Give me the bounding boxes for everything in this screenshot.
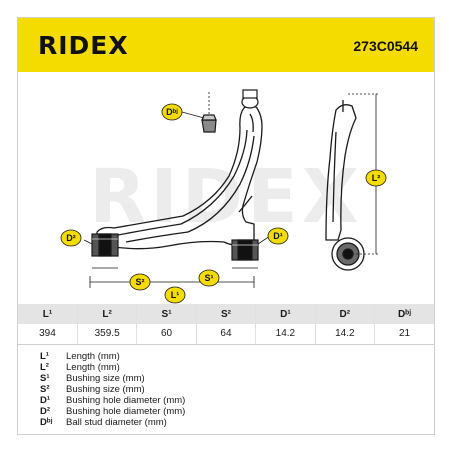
specs-header-d1: D¹ (255, 304, 316, 324)
marker-l2 (365, 169, 387, 187)
specs-header-s2: S² (196, 304, 257, 324)
legend-description: Bushing hole diameter (mm) (66, 406, 186, 417)
legend-description: Length (mm) (66, 351, 120, 362)
brand-logo: RIDEX (38, 31, 129, 60)
marker-d1 (267, 227, 289, 245)
label-markers: Dᵇʲ D² D¹ S² S¹ L¹ L² (60, 103, 387, 304)
legend-row: S² Bushing size (mm) (40, 384, 420, 395)
technical-drawing: RIDEX (18, 72, 434, 304)
specs-header-s1: S¹ (136, 304, 197, 324)
legend-symbol: Dᵇʲ (40, 417, 53, 428)
legend-row: D² Bushing hole diameter (mm) (40, 406, 420, 417)
control-arm-diagram: RIDEX (60, 89, 387, 304)
legend: L¹ Length (mm) L² Length (mm) S¹ Bushing si… (40, 351, 420, 428)
bushing-s1 (231, 239, 259, 261)
specs-value-dbj: 21 (374, 324, 434, 345)
specs-header-l1: L¹ (18, 304, 78, 324)
label-l1: L¹ (171, 290, 180, 300)
legend-symbol: D¹ (40, 395, 51, 406)
legend-description: Bushing size (mm) (66, 384, 145, 395)
legend-row: S¹ Bushing size (mm) (40, 373, 420, 384)
specs-header-d2: D² (315, 304, 376, 324)
specs-value-s1: 60 (136, 324, 197, 345)
label-s1: S¹ (205, 273, 214, 283)
ball-joint (241, 89, 259, 109)
legend-row: D¹ Bushing hole diameter (mm) (40, 395, 420, 406)
product-sheet: RIDEX 273C0544 RIDEX (17, 17, 435, 435)
legend-description: Bushing size (mm) (66, 373, 145, 384)
legend-symbol: S¹ (40, 373, 50, 384)
legend-row: L¹ Length (mm) (40, 351, 420, 362)
marker-dbj (161, 103, 183, 121)
specs-header-row: L¹ L² S¹ S² D¹ D² Dᵇʲ (18, 304, 434, 324)
control-arm-top-view (96, 104, 263, 250)
legend-symbol: D² (40, 406, 51, 417)
part-number: 273C0544 (353, 38, 418, 54)
legend-description: Length (mm) (66, 362, 120, 373)
control-arm-side-view (325, 100, 357, 241)
label-d1: D¹ (273, 231, 283, 241)
ball-stud-detail (201, 92, 217, 133)
legend-description: Bushing hole diameter (mm) (66, 395, 186, 406)
legend-symbol: S² (40, 384, 50, 395)
legend-symbol: L¹ (40, 351, 49, 362)
marker-l1 (164, 286, 186, 304)
marker-d2 (60, 229, 82, 247)
specs-value-d2: 14.2 (315, 324, 376, 345)
specs-header-dbj: Dᵇʲ (374, 304, 434, 324)
legend-row: L² Length (mm) (40, 362, 420, 373)
specs-value-s2: 64 (196, 324, 257, 345)
legend-description: Ball stud diameter (mm) (66, 417, 167, 428)
specs-table: L¹ L² S¹ S² D¹ D² Dᵇʲ 394 359.5 60 64 14… (18, 304, 434, 345)
bushing-s2 (91, 233, 119, 257)
specs-header-l2: L² (77, 304, 138, 324)
label-d-bj: Dᵇʲ (166, 107, 178, 117)
label-l2: L² (372, 173, 381, 183)
specs-value-l2: 359.5 (77, 324, 138, 345)
header-bar: RIDEX 273C0544 (18, 18, 434, 72)
legend-row: Dᵇʲ Ball stud diameter (mm) (40, 417, 420, 428)
legend-symbol: L² (40, 362, 49, 373)
label-d2: D² (66, 233, 76, 243)
side-bushing (331, 237, 365, 271)
marker-s2 (129, 273, 151, 291)
specs-value-l1: 394 (18, 324, 78, 345)
label-s2: S² (136, 277, 145, 287)
marker-s1 (198, 269, 220, 287)
specs-value-row: 394 359.5 60 64 14.2 14.2 21 (18, 324, 434, 345)
watermark: RIDEX (89, 154, 363, 240)
specs-value-d1: 14.2 (255, 324, 316, 345)
